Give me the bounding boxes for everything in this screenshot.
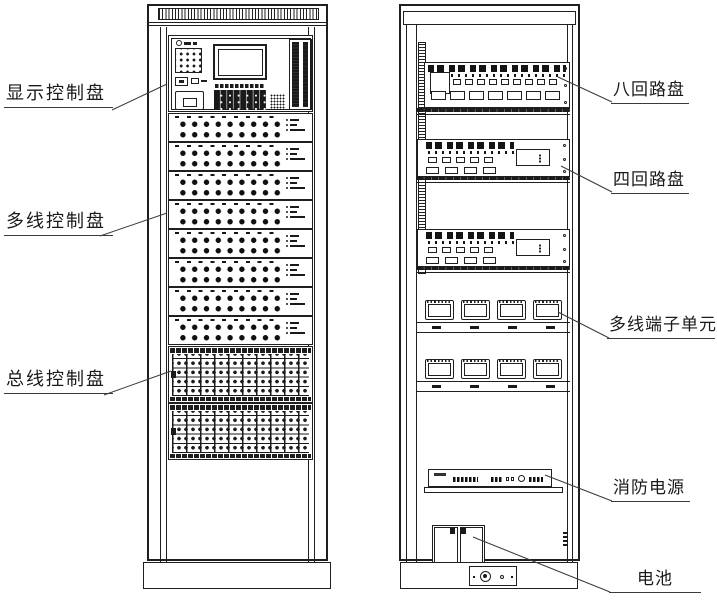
label-battery: 电池 (609, 569, 701, 593)
printer (175, 91, 204, 110)
connector-icon (191, 78, 199, 84)
control-buttons (175, 118, 281, 139)
indicator-strip (289, 39, 312, 110)
four-loop-board (417, 139, 570, 177)
multiline-control-panel-row (168, 229, 313, 258)
lcd-screen (213, 44, 267, 80)
row-legend (286, 177, 310, 189)
label-display-panel: 显示控制盘 (4, 84, 113, 108)
terminal-module (461, 300, 490, 320)
row-legend (286, 322, 310, 334)
row-legend (286, 235, 310, 247)
terminal-module (533, 359, 562, 379)
control-buttons (175, 205, 281, 226)
left-cabinet-base (143, 562, 331, 589)
label-fire-power: 消防电源 (611, 478, 690, 502)
keypad (175, 48, 202, 73)
bus-control-panel (168, 346, 313, 403)
indicator-row (215, 84, 264, 88)
multiline-control-panel-row (168, 142, 313, 171)
terminal-mount-band (417, 322, 570, 333)
shelf-rail (417, 176, 570, 183)
shelf-rail (417, 266, 570, 273)
four-loop-board (417, 229, 570, 267)
label-multiline-panel: 多线控制盘 (4, 212, 113, 236)
cabinet-top-rail (149, 22, 326, 26)
brand-logo-icon (176, 40, 197, 46)
cabinet-top-cap (403, 11, 576, 25)
control-buttons (175, 321, 281, 342)
knob-icon (480, 571, 491, 582)
multiline-control-panel-row (168, 287, 313, 316)
battery-terminal-icon (461, 527, 466, 534)
shelf-rail (417, 108, 570, 115)
terminal-mount-band (417, 381, 570, 392)
bus-button-grid (172, 411, 309, 453)
cabinet-vent-strip (158, 8, 319, 20)
bus-button-grid (172, 354, 309, 396)
relay-row (428, 247, 493, 253)
terminal-module (497, 359, 526, 379)
multiline-control-panel-row (168, 258, 313, 287)
terminal-unit-row (425, 359, 562, 379)
left-cabinet (147, 4, 328, 563)
label-terminal-unit: 多线端子单元 (607, 315, 716, 339)
row-legend (286, 148, 310, 160)
relay-row (428, 157, 493, 163)
bus-control-panel (168, 403, 313, 460)
row-legend (286, 293, 310, 305)
right-cabinet (399, 4, 580, 566)
terminal-module (425, 300, 454, 320)
function-button-grid (214, 90, 266, 110)
multiline-control-panel-row (168, 113, 313, 142)
row-legend (286, 119, 310, 131)
control-buttons (175, 176, 281, 197)
daughter-board (516, 239, 550, 256)
daughter-board (516, 149, 550, 166)
bus-panel-stack (168, 346, 313, 460)
fire-power-unit (428, 469, 552, 487)
label-bus-panel: 总线控制盘 (4, 370, 113, 394)
connector-row (426, 167, 496, 174)
label-eight-loop: 八回路盘 (611, 80, 689, 104)
battery-unit (432, 525, 485, 566)
display-control-panel (168, 35, 313, 112)
hinge-marks (563, 532, 568, 546)
control-buttons (175, 292, 281, 313)
eight-loop-board (424, 62, 570, 108)
label-four-loop: 四回路盘 (611, 170, 689, 194)
multiline-control-panel-row (168, 316, 313, 345)
terminal-module (425, 359, 454, 379)
psu-shelf (424, 487, 563, 493)
media-slot (175, 77, 188, 86)
multiline-control-panel-row (168, 200, 313, 229)
right-cabinet-base (400, 562, 578, 589)
terminal-module (533, 300, 562, 320)
psu-logo-icon (434, 473, 446, 476)
terminal-unit-row (425, 300, 562, 320)
terminal-module (461, 359, 490, 379)
multiline-control-panel-row (168, 171, 313, 200)
connector-row (431, 91, 560, 100)
terminal-module (497, 300, 526, 320)
row-legend (286, 206, 310, 218)
psu-button (518, 475, 525, 482)
base-access-plate (469, 566, 517, 586)
control-buttons (175, 263, 281, 284)
multiline-panel-stack (168, 113, 313, 345)
control-buttons (175, 147, 281, 168)
battery-terminal-icon (450, 527, 455, 534)
speaker-grille-icon (270, 94, 285, 110)
panel-stack (168, 35, 313, 112)
row-legend (286, 264, 310, 276)
connector-row (426, 257, 496, 264)
relay-row (453, 79, 557, 85)
control-buttons (175, 234, 281, 255)
